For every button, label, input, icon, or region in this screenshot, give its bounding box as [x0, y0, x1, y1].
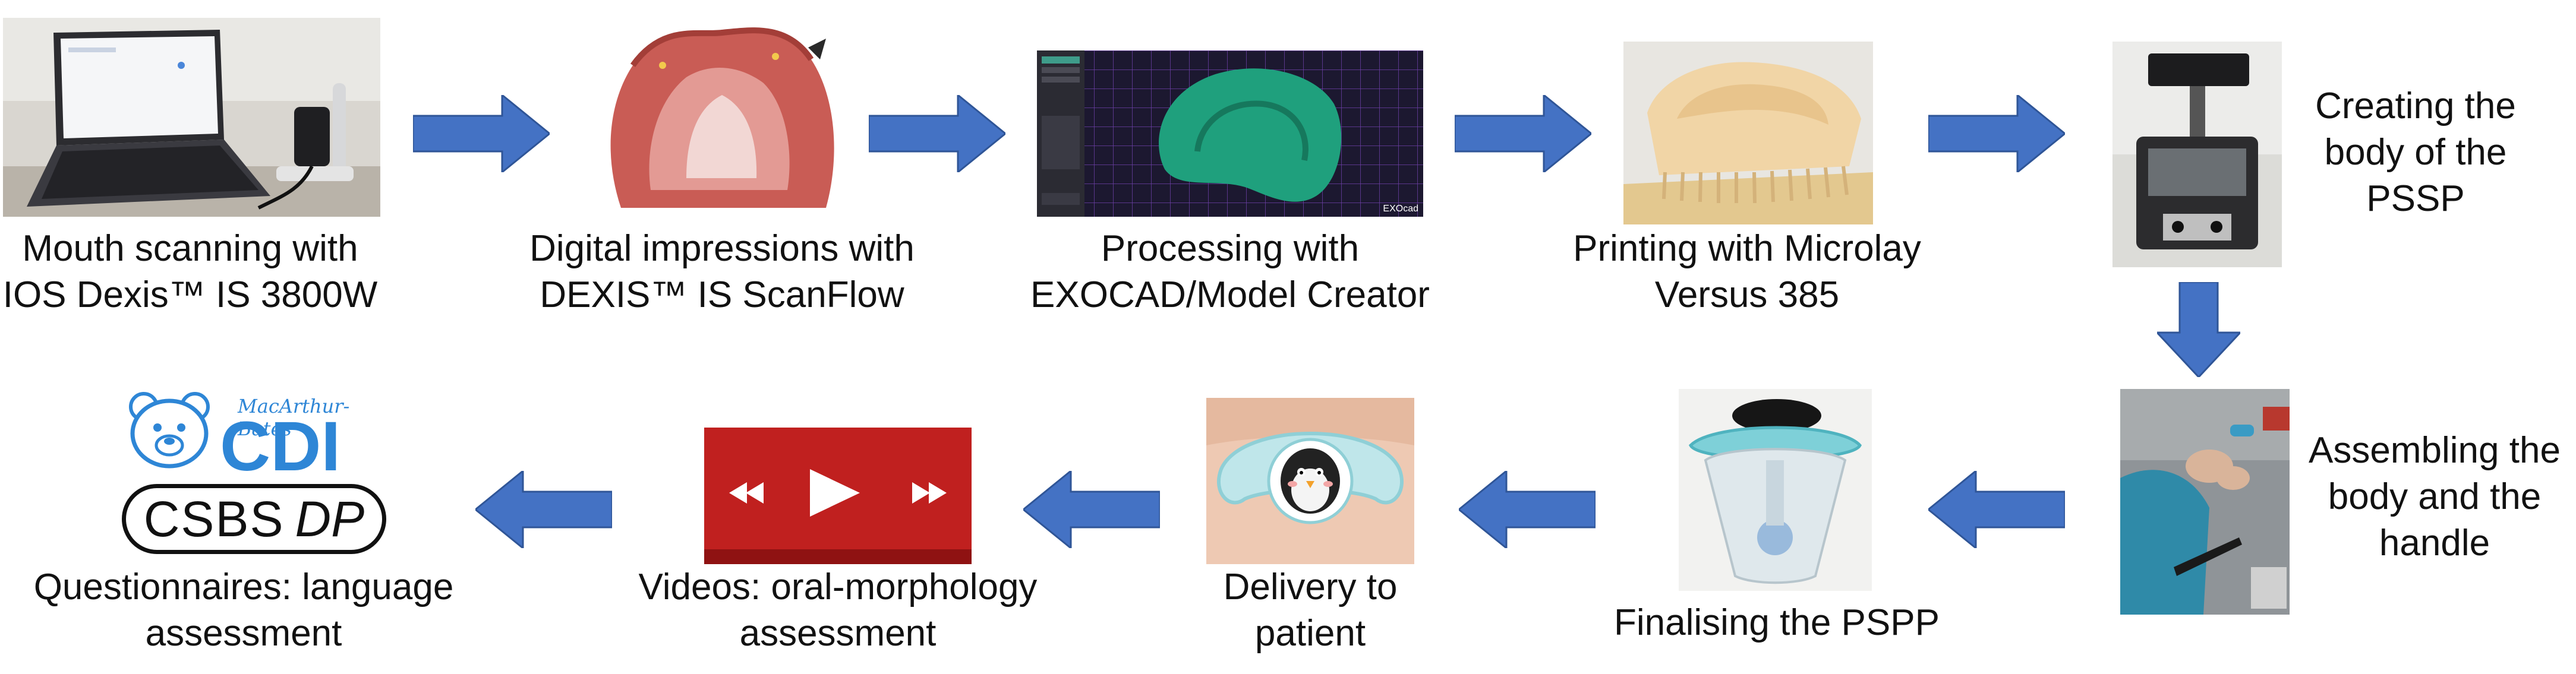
csbs-dp-badge: CSBS DP	[122, 484, 386, 554]
bear-mascot-icon	[129, 392, 210, 469]
cdi-label: CDI	[220, 407, 341, 486]
step-caption-finalising: Finalising the PSPP	[1614, 602, 1940, 643]
finished-pacifier-plate-photo	[1679, 389, 1872, 591]
dp-label: DP	[295, 491, 365, 547]
csbs-label: CSBS	[143, 491, 285, 547]
step-caption-delivery: Delivery to patient	[1223, 567, 1398, 654]
3d-palate-scan-render	[597, 12, 847, 223]
arrow-left-icon	[475, 471, 612, 548]
arrow-right-icon	[1455, 95, 1591, 172]
arrow-left-icon	[1023, 471, 1160, 548]
step-caption-impressions: Digital impressions with DEXIS™ IS ScanF…	[529, 228, 915, 315]
cdi-script-label: MacArthur-Bates	[238, 395, 350, 440]
arrow-right-icon	[413, 95, 550, 172]
laptop-and-intraoral-scanner-photo	[3, 18, 380, 217]
exocad-brand-label: EXOcad	[1383, 204, 1418, 214]
step-caption-videos: Videos: oral-morphology assessment	[638, 567, 1038, 654]
step-caption-processing: Processing with EXOCAD/Model Creator	[1030, 228, 1430, 315]
arrow-right-icon	[1928, 95, 2065, 172]
exocad-software-screenshot: EXOcad	[1037, 50, 1423, 217]
vacuum-forming-machine-photo	[2112, 42, 2282, 267]
printed-resin-model-photo	[1623, 42, 1873, 224]
hands-assembling-photo	[2120, 389, 2290, 615]
cdi-csbs-logos: MacArthur-Bates CDI CSBS DP	[119, 389, 392, 561]
video-player-icon	[704, 428, 972, 564]
step-caption-scan: Mouth scanning with IOS Dexis™ IS 3800W	[2, 228, 378, 315]
step-caption-printing: Printing with Microlay Versus 385	[1573, 228, 1921, 315]
arrow-down-icon	[2157, 282, 2240, 377]
step-caption-questionnaires: Questionnaires: language assessment	[33, 567, 454, 654]
step-caption-body: Creating the body of the PSSP	[2315, 86, 2516, 219]
arrow-left-icon	[1459, 471, 1596, 548]
arrow-left-icon	[1928, 471, 2065, 548]
baby-with-pacifier-photo	[1206, 398, 1414, 564]
step-caption-assembling: Assembling the body and the handle	[2309, 430, 2561, 564]
arrow-right-icon	[869, 95, 1005, 172]
